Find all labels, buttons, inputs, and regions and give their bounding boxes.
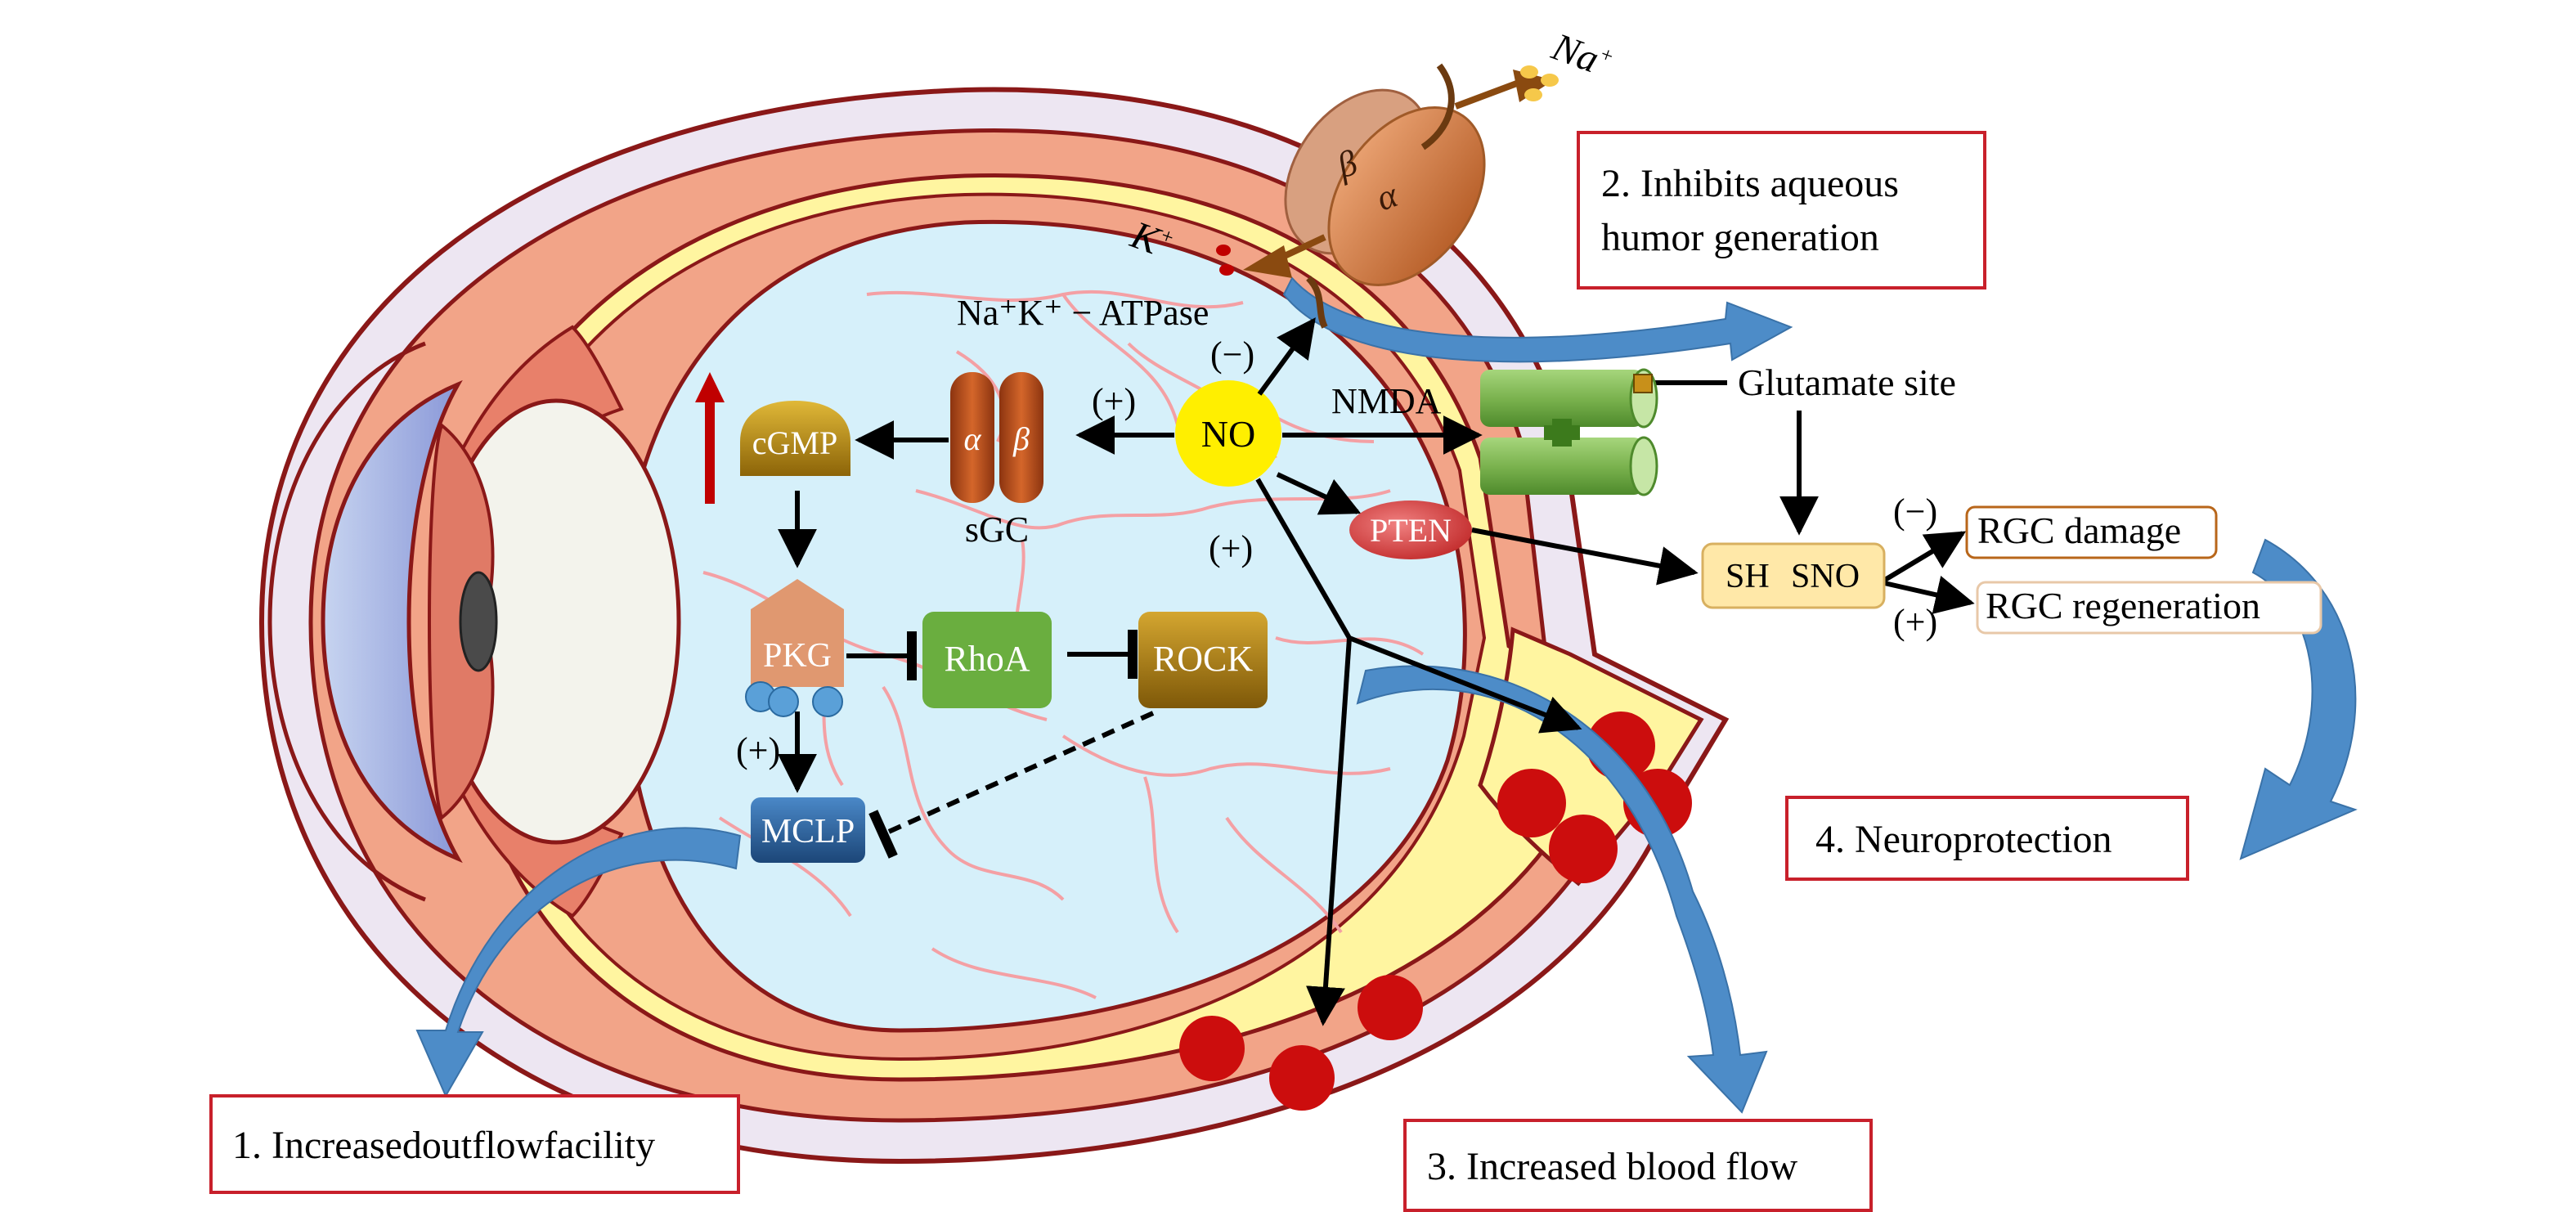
signal-arrows <box>778 317 1975 1026</box>
effect-2-label-line1: 2. Inhibits aqueous <box>1601 162 1899 205</box>
mclp-node <box>751 797 865 863</box>
no-trunk-line <box>1255 478 1352 640</box>
rhoa-label: RhoA <box>944 639 1030 679</box>
cgmp-label: cGMP <box>752 424 837 461</box>
pkg-subunits <box>745 681 843 717</box>
cornea <box>321 379 463 864</box>
effect-2-box: 2. Inhibits aqueous humor generation <box>1577 131 1986 290</box>
sgc-label: sGC <box>965 509 1029 550</box>
cgmp-node <box>740 401 850 476</box>
pupil <box>459 571 498 672</box>
blood-cell <box>1497 769 1566 837</box>
rock-inhibits-mclp <box>868 711 1155 859</box>
blood-cell <box>1358 975 1423 1040</box>
sgc-beta-subunit <box>999 372 1043 503</box>
na-ion-icon <box>1520 65 1538 79</box>
sno-label: SNO <box>1791 558 1860 595</box>
aqueous-arrow <box>1282 276 1793 363</box>
na-k-atpase: β α <box>1216 63 1559 329</box>
plus-sgc-label: (+) <box>1092 381 1136 421</box>
sh-sno-node <box>1701 542 1886 609</box>
no-to-pten-arrow <box>1276 472 1362 515</box>
blood-cell <box>1549 815 1618 883</box>
effect-3-box: 3. Increased blood flow <box>1403 1119 1873 1212</box>
glutamate-label: Glutamate site <box>1738 361 1956 403</box>
no-label: NO <box>1201 413 1255 455</box>
k-ion-label: K+ <box>1124 213 1178 267</box>
blood-cell <box>1269 1045 1335 1111</box>
effect-4-box: 4. Neuroprotection <box>1785 796 2189 881</box>
sgc-alpha-subunit <box>950 372 994 503</box>
atpase-label: Na⁺K⁺ − ATPase <box>957 293 1209 333</box>
effect-4-label: 4. Neuroprotection <box>1815 818 2112 861</box>
nmda-receptor <box>1480 368 1658 496</box>
pten-to-sh-arrow <box>1471 527 1699 586</box>
rgc-regen-label: RGC regeneration <box>1986 585 2260 626</box>
atpase-alpha-subunit <box>1327 106 1486 286</box>
plus-rgc-label: (+) <box>1893 602 1937 642</box>
sgc-node: α β <box>950 372 1043 503</box>
sgc-beta-label: β <box>1012 420 1030 457</box>
pten-node <box>1349 501 1472 559</box>
effect-1-label: 1. Increasedoutflowfacility <box>232 1124 655 1167</box>
sno-to-regen-arrow <box>1880 576 1975 614</box>
rhoa-node <box>922 612 1052 708</box>
cgmp-increase-arrow <box>695 372 725 504</box>
k-ion-icon <box>1216 245 1231 256</box>
effect-3-label: 3. Increased blood flow <box>1427 1145 1798 1188</box>
mclp-label: MCLP <box>761 813 855 851</box>
no-to-atpase-arrow <box>1257 317 1316 396</box>
rgc-damage-label: RGC damage <box>1977 509 2181 551</box>
k-ion-icon <box>1219 264 1234 276</box>
plus-no-label: (+) <box>1209 528 1253 568</box>
effect-arrows <box>415 276 2358 1114</box>
sno-to-damage-arrow <box>1879 531 1967 585</box>
blood-cells <box>1179 711 1692 1111</box>
effect-2-label-line2: humor generation <box>1601 216 1879 259</box>
blood-cell <box>1179 1016 1245 1081</box>
trunk-to-optic-arrow <box>1348 635 1582 734</box>
rock-label: ROCK <box>1153 639 1253 679</box>
pten-label: PTEN <box>1370 512 1452 549</box>
nmda-label: NMDA <box>1331 381 1442 421</box>
pkg-node <box>751 579 844 687</box>
trunk-to-choroid-arrow <box>1305 637 1352 1026</box>
rgc-regen-node <box>1976 581 2322 635</box>
pkg-label: PKG <box>763 637 832 675</box>
minus-rgc-label: (−) <box>1893 492 1937 532</box>
rgc-damage-node <box>1965 505 2218 559</box>
plus-pkg-label: (+) <box>736 730 780 770</box>
cornea-outer <box>267 341 426 902</box>
sgc-alpha-label: α <box>964 420 982 457</box>
effect-1-box: 1. Increasedoutflowfacility <box>209 1094 740 1194</box>
glutamate-site-marker <box>1633 374 1653 393</box>
rock-node <box>1138 612 1268 708</box>
no-node <box>1175 380 1281 487</box>
atpase-minus-label: (−) <box>1210 334 1254 375</box>
sh-label: SH <box>1726 558 1770 595</box>
na-ion-icon <box>1541 74 1559 87</box>
na-ion-icon <box>1524 88 1542 101</box>
